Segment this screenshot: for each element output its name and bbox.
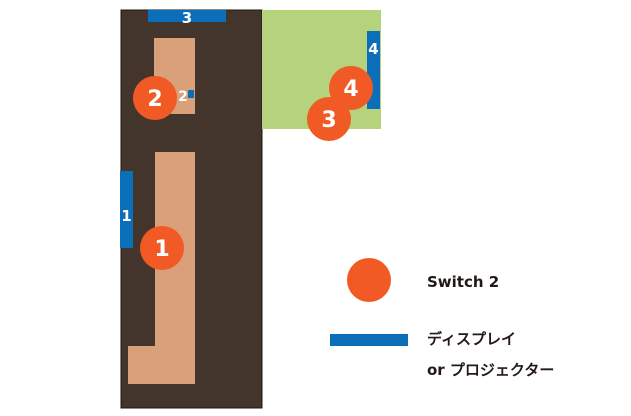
switch-2-circle — [133, 76, 177, 120]
switch-3-label: 3 — [321, 108, 336, 133]
switch-3: 3 — [307, 97, 351, 141]
display-4-label: 4 — [368, 40, 378, 58]
switch-1-label: 1 — [154, 237, 169, 262]
display-2: 2 — [178, 89, 194, 105]
display-3: 3 — [148, 9, 226, 27]
switch-3-circle — [307, 97, 351, 141]
display-1-label: 1 — [121, 207, 131, 225]
legend-display-marker — [330, 334, 408, 346]
switch-1-circle — [140, 226, 184, 270]
switch-2-label: 2 — [147, 87, 162, 112]
switch-4: 4 — [329, 66, 373, 110]
display-1: 1 — [120, 171, 133, 248]
display-2-bar — [188, 90, 194, 98]
display-3-bar — [148, 10, 226, 22]
switch-4-circle — [329, 66, 373, 110]
legend-switch-label: Switch 2 — [427, 273, 500, 291]
switch-2: 2 — [133, 76, 177, 120]
switch-1: 1 — [140, 226, 184, 270]
display-1-bar — [120, 171, 133, 248]
switch-4-label: 4 — [343, 77, 358, 102]
legend-display-label-line2: or プロジェクター — [427, 361, 555, 379]
legend-display-label-line1: ディスプレイ — [427, 330, 516, 348]
legend-switch-marker — [347, 258, 391, 302]
display-3-label: 3 — [182, 9, 192, 27]
display-2-label: 2 — [178, 89, 188, 105]
